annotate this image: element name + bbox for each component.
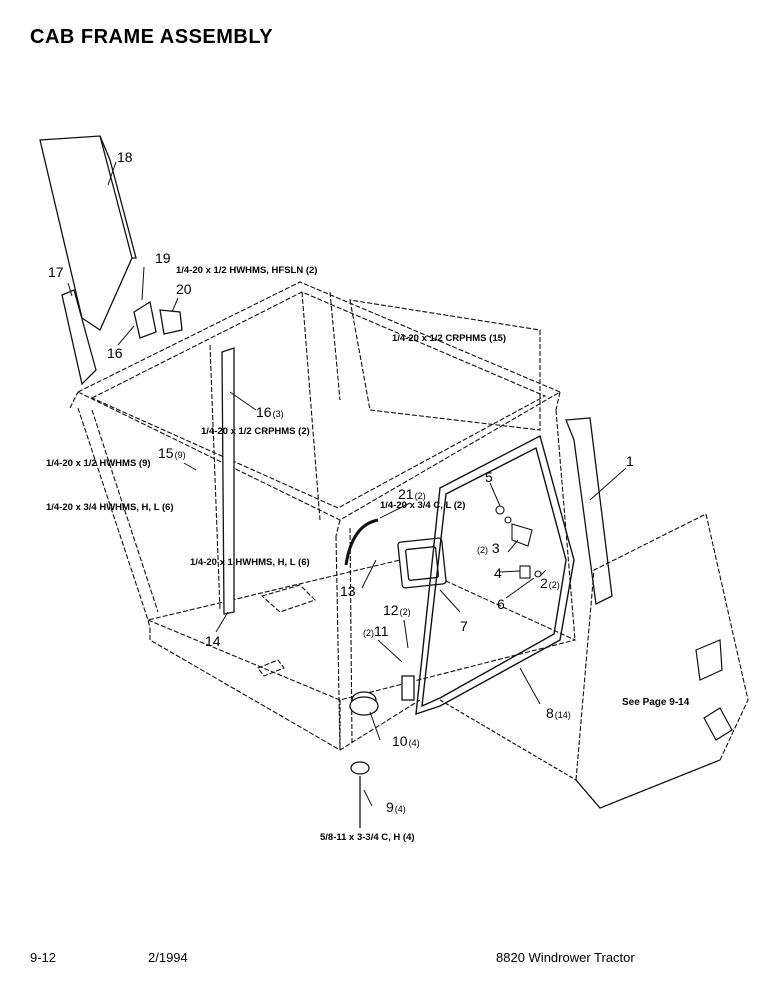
callout-9: 9(4): [386, 799, 406, 815]
callout-19: 19: [155, 250, 171, 266]
see-page-note: See Page 9-14: [622, 697, 690, 708]
part-8-door-seal: [415, 434, 575, 716]
hardware-label: 1/4-20 x 1/2 CRPHMS (15): [392, 333, 507, 344]
callout-11: (2)11: [363, 623, 389, 639]
part-1-side-panel: [565, 417, 613, 605]
cab-rear-post: [555, 409, 576, 641]
hardware-label: 1/4-20 x 1/2 CRPHMS (2): [201, 426, 310, 437]
hardware-label: 5/8-11 x 3-3/4 C, H (4): [320, 832, 415, 843]
part-14-strip: [221, 347, 235, 615]
part-19-bracket: [133, 300, 157, 339]
callout-15: 15(9): [158, 445, 186, 461]
callout-1: 1: [626, 453, 634, 469]
cab-roof-frame: [76, 281, 562, 521]
callout-3: (2) 3: [477, 540, 500, 556]
part-18-panel: [39, 135, 133, 331]
callout-4: 4: [494, 565, 502, 581]
callout-2: 2(2): [540, 575, 560, 591]
callout-5: 5: [485, 469, 493, 485]
callout-18: 18: [117, 149, 133, 165]
cab-left-front-post: [77, 407, 151, 629]
cab-front-post: [335, 535, 341, 751]
callout-10: 10(4): [392, 733, 420, 749]
callout-16a: 16(3): [256, 404, 284, 420]
hardware-label: 1/4-20 x 3/4 HWHMS, H, L (6): [46, 502, 174, 513]
callout-12: 12(2): [383, 602, 411, 618]
part-17-trim: [61, 289, 97, 386]
callout-6: 6: [497, 596, 505, 612]
footer-date: 2/1994: [148, 950, 188, 965]
footer-model: 8820 Windrower Tractor: [496, 950, 635, 965]
hardware-label: 1/4-20 x 1/2 HWHMS (9): [46, 458, 151, 469]
callout-8: 8(14): [546, 705, 571, 721]
callout-13: 13: [340, 583, 356, 599]
footer-page-number: 9-12: [30, 950, 57, 965]
callout-17: 17: [48, 264, 64, 280]
page-title: CAB FRAME ASSEMBLY: [30, 26, 274, 48]
part-20-bracket: [159, 309, 183, 335]
hardware-label: 1/4-20 x 1/2 HWHMS, HFSLN (2): [176, 265, 318, 276]
callout-7: 7: [460, 618, 468, 634]
callout-21: 21(2): [398, 486, 426, 502]
hardware-label: 1/4-20 x 3/4 C, L (2): [380, 500, 466, 511]
cab-floor: [146, 559, 577, 701]
callout-16b: 16: [107, 345, 123, 361]
callout-14: 14: [205, 633, 221, 649]
part-9-mount: [350, 761, 370, 775]
hardware-label: 1/4-20 x 1 HWHMS, H, L (6): [190, 557, 310, 568]
callout-20: 20: [176, 281, 192, 297]
part-13-handle: [344, 518, 379, 566]
